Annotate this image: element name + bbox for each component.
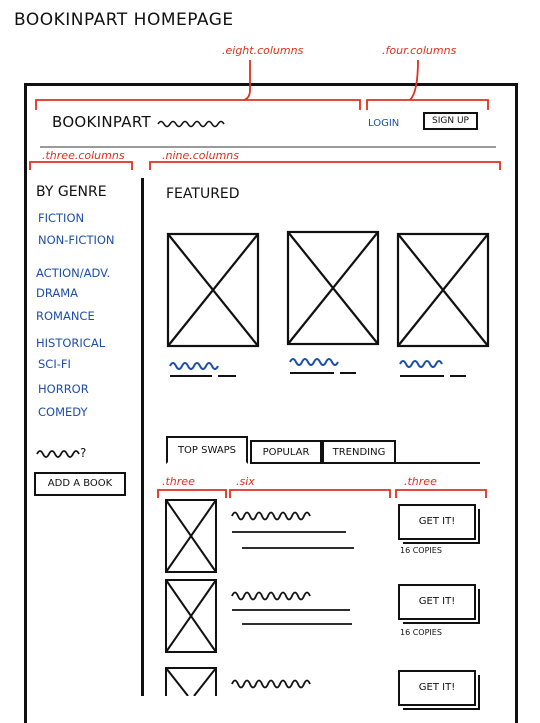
tab-popular[interactable]: Popular	[250, 440, 322, 464]
get-it-button-1[interactable]: Get It!	[398, 504, 480, 544]
genre-link-horror[interactable]: Horror	[38, 382, 89, 396]
featured-heading: Featured	[166, 186, 240, 202]
genre-link-fiction[interactable]: Fiction	[38, 211, 85, 225]
genre-link-historical[interactable]: Historical	[36, 336, 106, 350]
annotation-row-three-right: .three	[404, 475, 437, 488]
genre-link-drama[interactable]: Drama	[36, 286, 79, 300]
genre-link-non-fiction[interactable]: Non-Fiction	[38, 233, 115, 247]
ask-text: ?	[80, 446, 87, 460]
annotation-row-three-left: .three	[162, 475, 195, 488]
login-link[interactable]: Login	[368, 118, 400, 129]
add-book-button[interactable]: Add a Book	[34, 472, 126, 496]
annotation-three-columns: .three.columns	[42, 149, 125, 162]
genre-link-sci-fi[interactable]: Sci-Fi	[38, 357, 71, 371]
get-it-button-3[interactable]: Get It!	[398, 670, 480, 710]
tab-trending[interactable]: Trending	[322, 440, 396, 464]
annotation-row-six: .six	[236, 475, 255, 488]
genre-link-action-adventure[interactable]: Action/Adv.	[36, 266, 111, 280]
get-it-button-2[interactable]: Get It!	[398, 584, 480, 624]
annotation-nine-columns: .nine.columns	[162, 149, 239, 162]
tab-top-swaps[interactable]: Top Swaps	[166, 436, 248, 464]
header-divider	[40, 146, 496, 148]
site-logo[interactable]: BookInPart	[52, 113, 151, 131]
copies-count-2: 16 copies	[400, 628, 442, 637]
signup-button[interactable]: Sign Up	[423, 112, 478, 130]
annotation-four-columns: .four.columns	[382, 44, 457, 57]
sidebar-heading: By Genre	[36, 184, 107, 200]
tab-baseline	[250, 462, 480, 464]
sidebar-divider	[141, 178, 144, 696]
page-title: BookInPart Homepage	[14, 10, 234, 30]
browser-frame	[24, 83, 518, 723]
copies-count-1: 16 copies	[400, 546, 442, 555]
genre-link-romance[interactable]: Romance	[36, 309, 95, 323]
annotation-eight-columns: .eight.columns	[222, 44, 304, 57]
genre-link-comedy[interactable]: Comedy	[38, 405, 88, 419]
